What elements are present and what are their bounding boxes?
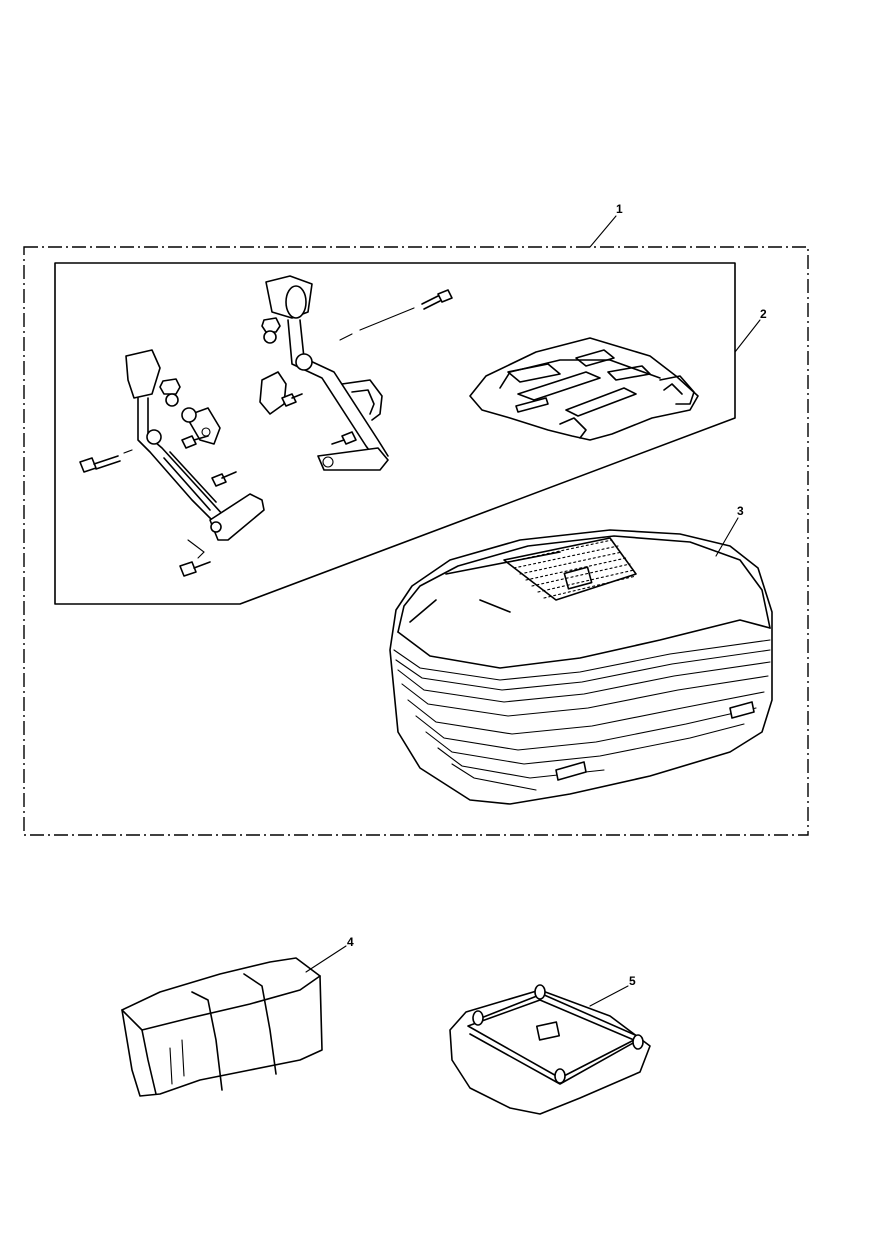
leader-line-4 xyxy=(305,945,347,973)
backrest-pad xyxy=(121,957,323,1097)
kit-boundary xyxy=(23,246,809,836)
right-bracket xyxy=(259,275,453,471)
leader-line-1 xyxy=(589,215,617,248)
callout-5: 5 xyxy=(629,974,636,988)
callout-1: 1 xyxy=(616,202,623,216)
callout-3: 3 xyxy=(737,504,744,518)
vent-dots xyxy=(507,539,637,599)
callout-2: 2 xyxy=(760,307,767,321)
rack-plate xyxy=(469,337,699,441)
leader-line-3 xyxy=(715,517,739,557)
leader-line-2 xyxy=(734,319,761,353)
callout-4: 4 xyxy=(347,935,354,949)
mounting-kit-boundary xyxy=(54,262,736,605)
inner-mat xyxy=(449,984,651,1115)
top-box xyxy=(389,529,773,805)
leader-line-5 xyxy=(589,985,629,1007)
left-bracket xyxy=(79,349,265,577)
